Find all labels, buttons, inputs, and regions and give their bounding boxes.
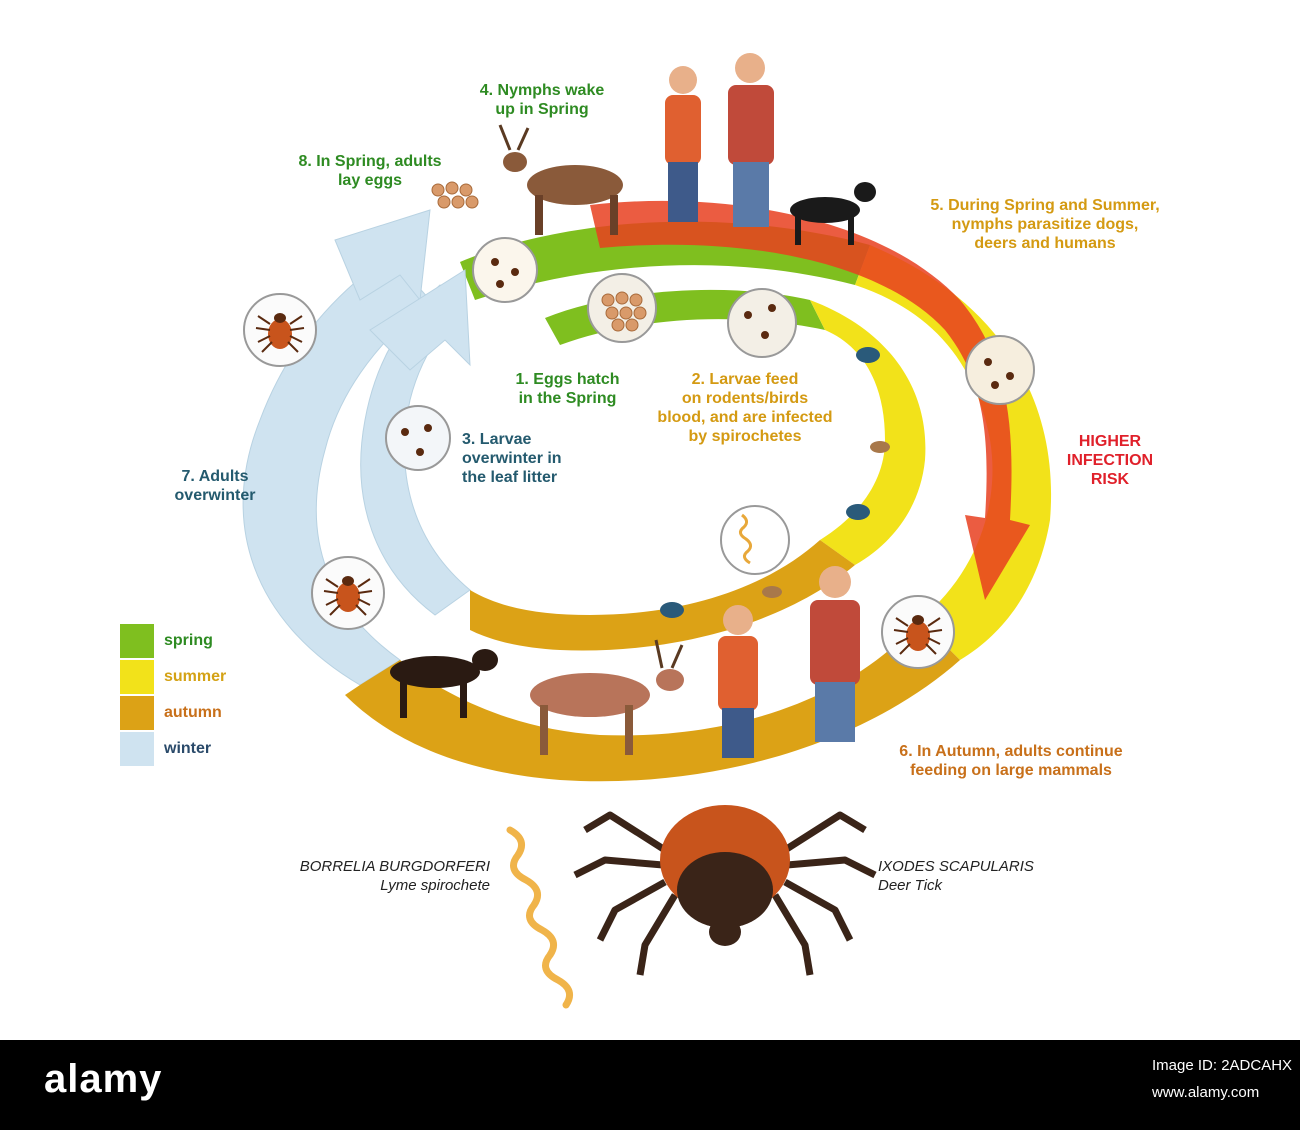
risk-arrow: [590, 200, 1030, 600]
dog-figure-top: [790, 182, 876, 245]
tick-icon: [255, 313, 305, 353]
legend-item-autumn: autumn: [120, 695, 226, 731]
tick-scientific-name: IXODES SCAPULARIS: [878, 858, 1034, 875]
legend-label-autumn: autumn: [164, 704, 222, 721]
man-figure-top: [728, 53, 774, 227]
woman-figure-bottom: [718, 605, 758, 758]
step-2-label: 2. Larvae feed on rodents/birds blood, a…: [657, 371, 833, 445]
bacterium-scientific-name: BORRELIA BURGDORFERI: [299, 858, 490, 875]
spirochete-icon: [739, 513, 753, 565]
winter-arrowhead-inner: [369, 269, 471, 371]
step-6-label: 6. In Autumn, adults continue feeding on…: [899, 743, 1123, 779]
step-7-label: 7. Adults overwinter: [174, 468, 256, 504]
larvae-circle-spring: [472, 237, 538, 303]
man-figure-bottom: [810, 566, 860, 742]
larvae-circle-feed: [727, 288, 797, 358]
spirochete-illustration: [506, 826, 574, 1009]
legend-item-winter: winter: [120, 731, 226, 767]
larvae-icons: [401, 258, 1014, 456]
step-3-label: 3. Larvae overwinter in the leaf litter: [462, 431, 562, 486]
legend-swatch-autumn: [120, 696, 154, 730]
season-legend: spring summer autumn winter: [120, 623, 226, 767]
tick-icon: [893, 615, 943, 655]
deer-tick-illustration: [573, 805, 877, 976]
mouse-icons: [762, 441, 890, 598]
species-illustrations: [506, 805, 877, 1009]
nymph-circle-summer: [965, 335, 1035, 405]
egg-cluster-icons: [431, 181, 647, 332]
inner-ring-autumn: [470, 540, 855, 651]
legend-swatch-spring: [120, 624, 154, 658]
illustration-circles: [243, 237, 1035, 669]
winter-arrowhead-outer: [334, 209, 431, 302]
legend-label-winter: winter: [164, 740, 212, 757]
watermark-footer: [0, 1040, 1300, 1130]
deer-figure-top: [498, 124, 623, 235]
image-id: Image ID: 2ADCAHX: [1152, 1057, 1293, 1074]
outer-ring-autumn: [345, 620, 960, 782]
step-1-label: 1. Eggs hatch in the Spring: [515, 371, 620, 407]
legend-swatch-winter: [120, 732, 154, 766]
bacterium-caption: BORRELIA BURGDORFERI Lyme spirochete: [250, 857, 490, 895]
tick-icons: [255, 181, 1014, 655]
legend-label-summer: summer: [164, 668, 227, 685]
tick-caption: IXODES SCAPULARIS Deer Tick: [878, 857, 1118, 895]
deer-figure-bottom: [530, 639, 684, 755]
tick-common-name: Deer Tick: [878, 877, 943, 894]
bacterium-common-name: Lyme spirochete: [380, 877, 490, 894]
dog-figure-bottom: [390, 649, 498, 718]
legend-swatch-summer: [120, 660, 154, 694]
bird-icons: [660, 347, 880, 618]
spirochete-circle: [720, 505, 790, 575]
risk-label: HIGHER INFECTION RISK: [1066, 433, 1154, 488]
step-8-label: 8. In Spring, adults lay eggs: [298, 153, 442, 189]
step-4-label: 4. Nymphs wake up in Spring: [479, 82, 605, 118]
figures: [390, 53, 890, 758]
inner-ring-summer: [810, 300, 926, 565]
step-5-label: 5. During Spring and Summer, nymphs para…: [930, 197, 1160, 252]
alamy-logo: alamy: [44, 1057, 163, 1101]
legend-label-spring: spring: [164, 632, 213, 649]
woman-figure-top: [665, 66, 701, 222]
larvae-circle-winter: [385, 405, 451, 471]
tick-icon: [323, 576, 373, 616]
alamy-url: www.alamy.com: [1152, 1084, 1260, 1101]
legend-item-summer: summer: [120, 659, 226, 695]
legend-item-spring: spring: [120, 623, 226, 659]
